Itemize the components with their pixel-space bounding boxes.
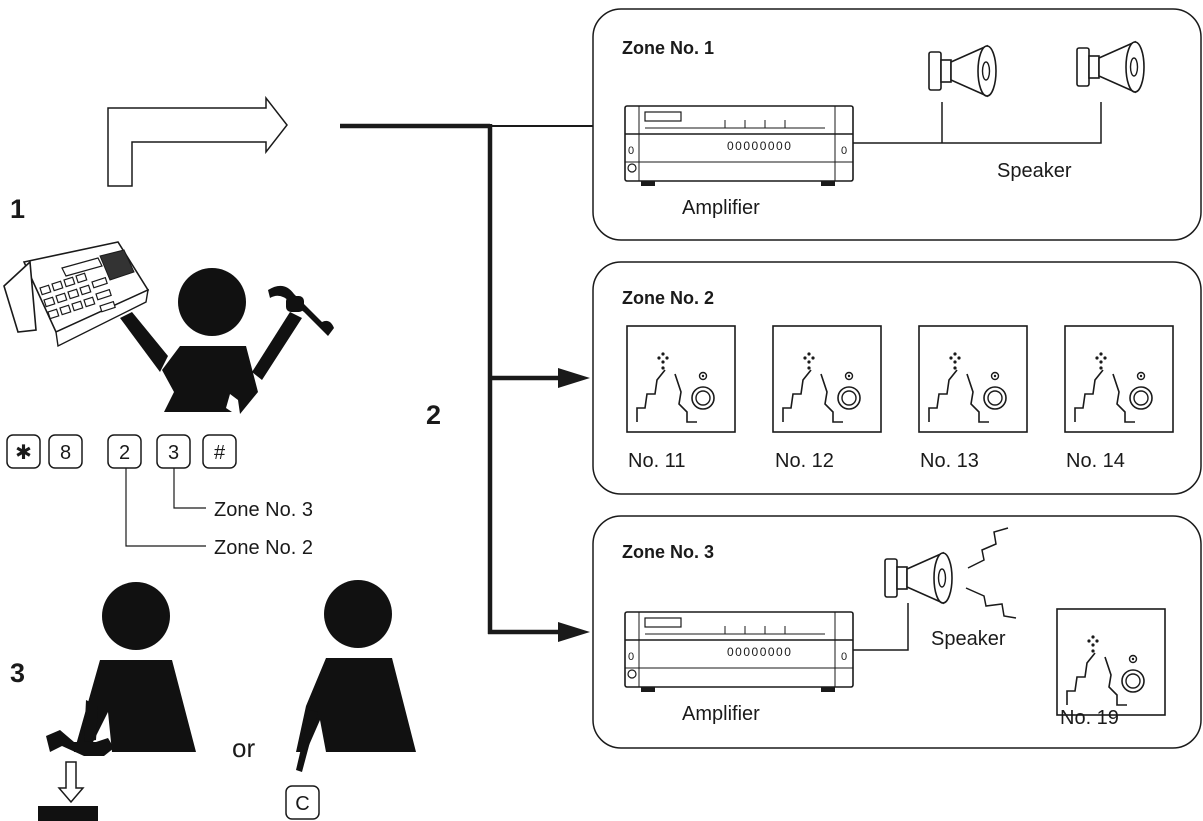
distribution-bus: [340, 123, 593, 642]
zone-3-title: Zone No. 3: [622, 542, 714, 562]
intercom-station-icon: [1056, 608, 1166, 716]
svg-text:3: 3: [168, 442, 179, 464]
zone-1-title: Zone No. 1: [622, 38, 714, 58]
callout-zone-2: Zone No. 2: [214, 537, 313, 559]
key-sequence: ✱ 8 2 3 #: [6, 434, 237, 469]
key-2: 2: [107, 434, 142, 469]
zone-3-amplifier-label: Amplifier: [682, 703, 760, 725]
key-hash: #: [202, 434, 237, 469]
person-hanging-up-icon: [46, 582, 196, 756]
person-pressing-key-icon: [296, 580, 416, 772]
key-c: C: [285, 785, 320, 820]
callout-line-zone-3: [173, 468, 206, 509]
station-label: No. 11: [628, 450, 685, 472]
phone-cradle: [38, 806, 98, 821]
svg-text:8: 8: [60, 442, 71, 464]
key-8: 8: [48, 434, 83, 469]
callout-line-zone-2: [125, 468, 206, 547]
intercom-station-icon: [1064, 325, 1174, 433]
station-label: No. 12: [775, 450, 834, 472]
amplifier-icon: [624, 105, 854, 187]
svg-text:✱: ✱: [15, 442, 32, 464]
zone-3-panel: Zone No. 3 Speaker Amplifier No. 19: [592, 515, 1202, 749]
zone-1-amplifier-label: Amplifier: [682, 197, 760, 219]
intercom-station-icon: [918, 325, 1028, 433]
zone-2-panel: Zone No. 2 No. 11 No. 12 No. 13 No. 14: [592, 261, 1202, 495]
station-label: No. 13: [920, 450, 979, 472]
svg-text:C: C: [295, 793, 309, 815]
amplifier-icon: [624, 611, 854, 693]
callout-zone-3: Zone No. 3: [214, 499, 313, 521]
key-star: ✱: [6, 434, 41, 469]
station-label: No. 14: [1066, 450, 1125, 472]
intercom-station-icon: [772, 325, 882, 433]
svg-text:2: 2: [119, 442, 130, 464]
step-number-2: 2: [426, 400, 441, 430]
telephone-icon: [3, 241, 150, 348]
zone-2-title: Zone No. 2: [622, 288, 714, 308]
zone-3-speaker-label: Speaker: [931, 628, 1006, 650]
down-arrow-icon: [57, 761, 85, 804]
bent-arrow-icon: [107, 95, 288, 187]
station-label: No. 19: [1060, 707, 1119, 729]
zone-1-panel: Zone No. 1 Amplifier Speaker: [592, 8, 1202, 241]
zone-1-speaker-label: Speaker: [997, 160, 1072, 182]
step-number-3: 3: [10, 658, 25, 688]
key-3: 3: [156, 434, 191, 469]
sound-waves-icon: [965, 527, 1017, 619]
or-label: or: [232, 733, 255, 763]
svg-text:#: #: [214, 442, 226, 464]
person-lifting-handset-icon: [120, 268, 334, 414]
intercom-station-icon: [626, 325, 736, 433]
step-number-1: 1: [10, 194, 25, 224]
